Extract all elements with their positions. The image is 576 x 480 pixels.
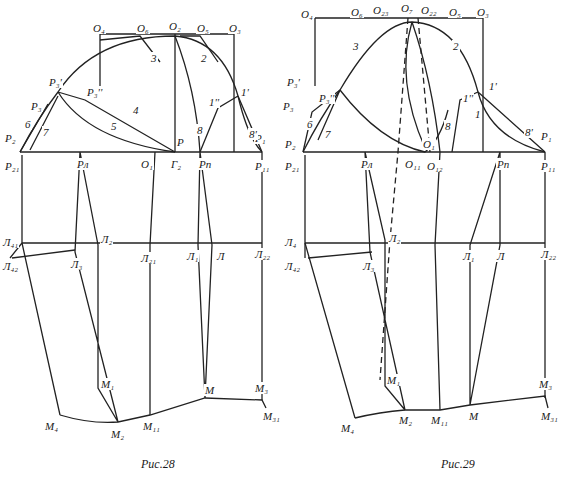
point-label: О₂₃	[372, 4, 390, 16]
point-label: 4	[132, 104, 140, 116]
point-label: М₃	[254, 382, 269, 394]
point-label: О₄	[300, 8, 314, 20]
point-label: О₃	[476, 6, 490, 18]
point-label: 3	[150, 52, 158, 64]
point-label: 8	[444, 120, 452, 132]
point-label: Г₂	[170, 158, 182, 170]
point-label: Р	[176, 136, 185, 148]
point-label: Л₄₂	[284, 260, 301, 272]
point-label: О₁	[140, 158, 154, 170]
point-label: 6	[24, 118, 32, 130]
point-label: 1'	[488, 80, 498, 92]
point-label: О₄	[92, 22, 106, 34]
point-label: М₁₁	[430, 414, 449, 426]
point-label: 8'	[524, 126, 534, 138]
point-label: М₁₁	[142, 420, 161, 432]
point-label: М₁	[386, 374, 401, 386]
point-label: Л	[496, 250, 505, 262]
point-label: М	[468, 410, 479, 422]
point-label: Р₁	[540, 130, 553, 142]
point-label: 2	[200, 52, 208, 64]
point-label: Л₂	[100, 233, 113, 245]
point-label: Л	[216, 250, 225, 262]
point-label: М₄	[44, 420, 59, 432]
point-label: М₂	[110, 428, 125, 440]
point-label: Л₄₁	[2, 236, 19, 248]
point-label: Л₃	[362, 260, 375, 272]
point-label: Р₃	[282, 100, 295, 112]
point-label: Л₂₁	[140, 252, 157, 264]
point-label: Рл	[76, 158, 90, 170]
point-label: О₇	[400, 2, 414, 14]
point-label: М	[204, 384, 215, 396]
point-label: Р₁₁	[540, 160, 556, 172]
point-label: Р₁₁	[254, 160, 270, 172]
point-label: 6	[306, 118, 314, 130]
point-label: Р₃	[30, 100, 43, 112]
point-label: 5	[110, 120, 118, 132]
point-label: Р₃'	[286, 76, 301, 88]
point-label: О₂₂	[420, 4, 438, 16]
point-label: О₁₁	[404, 158, 422, 170]
point-label: Рис.29	[440, 458, 476, 470]
point-label: О₁₂	[426, 160, 444, 172]
point-label: Р₃'	[48, 76, 63, 88]
point-label: 8	[196, 124, 204, 136]
point-label: Рп	[496, 158, 510, 170]
point-label: М₂	[398, 414, 413, 426]
point-label: Р₂	[4, 132, 17, 144]
point-label: Л₃	[70, 258, 83, 270]
point-label: О₆	[136, 22, 150, 34]
point-label: 7	[42, 126, 50, 138]
sleeve-draft-29	[303, 18, 548, 418]
sleeve-draft-28	[10, 34, 266, 422]
point-label: М₁	[100, 378, 115, 390]
point-label: Л₂₂	[540, 248, 557, 260]
point-label: Л₄	[284, 236, 297, 248]
point-label: О₅	[196, 22, 210, 34]
point-label: Р₂₁	[4, 160, 20, 172]
point-label: 3	[352, 40, 360, 52]
point-label: Рп	[198, 158, 212, 170]
point-label: 1''	[462, 92, 474, 104]
point-label: 1''	[208, 96, 220, 108]
point-label: О₅	[448, 6, 462, 18]
point-label: М₃₁	[262, 410, 281, 422]
point-label: Л₂₂	[254, 248, 271, 260]
point-label: Р₂₁	[284, 160, 300, 172]
point-label: Л₂	[388, 232, 401, 244]
point-label: Рис.28	[140, 458, 176, 470]
point-label: 2	[452, 40, 460, 52]
point-label: 7	[324, 128, 332, 140]
point-label: О₂	[168, 20, 182, 32]
point-label: Р₂	[284, 138, 297, 150]
point-label: О₆	[350, 6, 364, 18]
point-label: О₁	[422, 138, 436, 150]
point-label: М₃	[538, 378, 553, 390]
point-label: 1	[474, 108, 482, 120]
point-label: М₄	[340, 422, 355, 434]
point-label: Л₄₂	[2, 260, 19, 272]
point-label: Р₃''	[86, 86, 103, 98]
point-label: 1'	[240, 86, 250, 98]
point-label: М₃₁	[540, 410, 559, 422]
point-label: О₃	[228, 22, 242, 34]
point-label: 8'	[248, 128, 258, 140]
point-label: Л₁	[462, 250, 475, 262]
point-label: Л₁	[186, 250, 199, 262]
point-label: Рл	[360, 158, 374, 170]
point-label: Р₃''	[318, 92, 335, 104]
